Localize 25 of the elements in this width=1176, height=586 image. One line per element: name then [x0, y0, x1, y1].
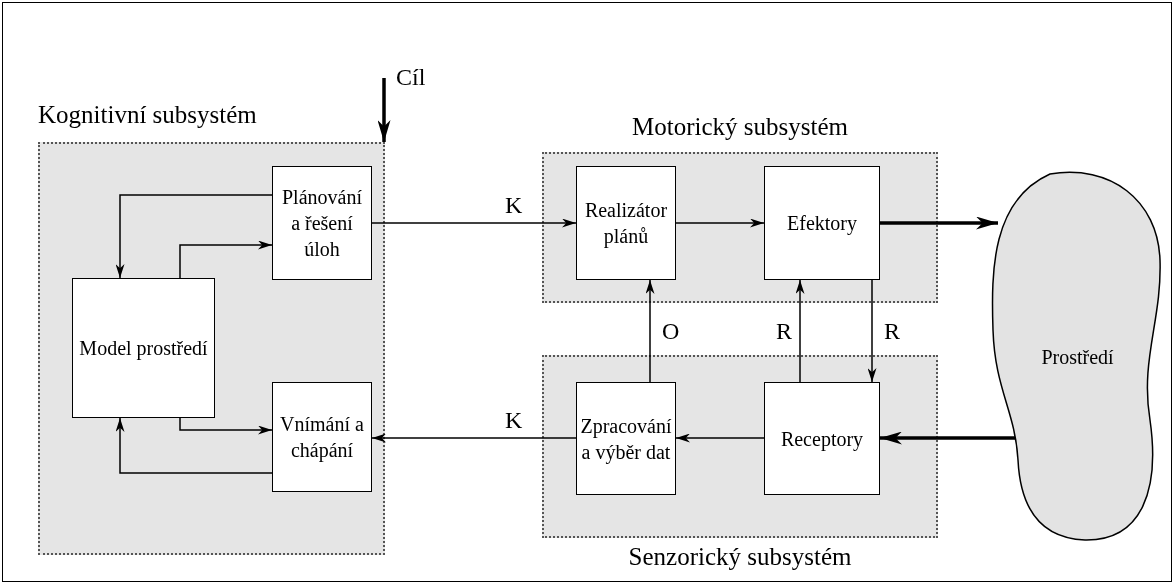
group-title: Kognitivní subsystém — [38, 100, 257, 130]
arrow — [179, 240, 273, 279]
arrow — [179, 417, 273, 435]
arrow — [880, 431, 1016, 445]
process-box: Receptory — [764, 382, 880, 495]
arrow — [675, 433, 765, 443]
node-label: Prostředí — [1041, 346, 1114, 369]
arrow — [115, 194, 273, 279]
process-box: Efektory — [764, 166, 880, 280]
arrow — [867, 279, 877, 383]
arrow — [795, 279, 805, 383]
arrow — [371, 218, 577, 228]
arrow — [115, 417, 273, 474]
arrow — [675, 218, 765, 228]
arrow — [880, 216, 998, 230]
process-box: Vnímání a chápání — [272, 382, 372, 492]
arrow — [371, 433, 577, 443]
process-box: Zpracování a výběr dat — [576, 382, 676, 495]
process-box: Model prostředí — [72, 278, 215, 418]
process-box: Realizátor plánů — [576, 166, 676, 280]
arrow — [645, 279, 655, 383]
group-title: Motorický subsystém — [631, 112, 849, 142]
arrow — [377, 78, 391, 142]
group-title: Senzorický subsystém — [627, 542, 853, 572]
process-box: Plánování a řešení úloh — [272, 166, 372, 280]
